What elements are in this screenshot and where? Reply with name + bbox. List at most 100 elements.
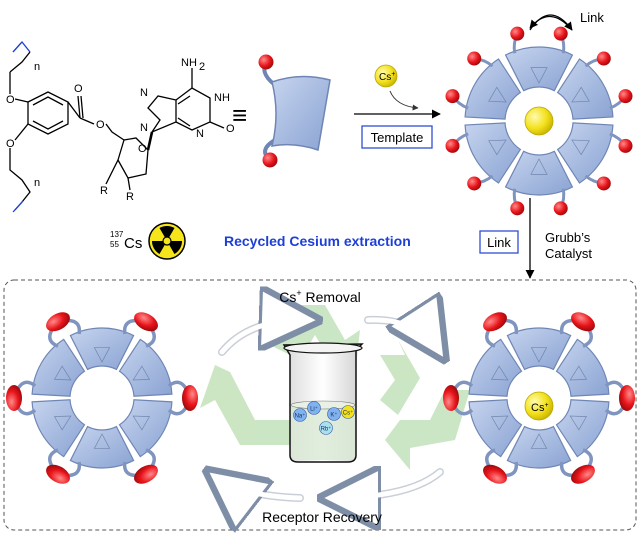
nitrogen-label: N (196, 128, 204, 140)
ring-segment-detail (132, 365, 151, 381)
linked-olefin (134, 312, 158, 332)
ring-segment-detail (530, 158, 548, 175)
ring-segment-detail (571, 139, 590, 156)
ring-segment-detail (53, 365, 72, 381)
r-group-label: R (126, 191, 134, 203)
olefin-end (445, 138, 460, 153)
ring-segment (506, 327, 572, 371)
beaker-icon (282, 342, 364, 463)
cesium-ion-icon (374, 64, 398, 88)
molecule-labels: O O n n O O O NH 2 NH O N N N R R (6, 57, 235, 203)
template-label: Template (371, 130, 424, 145)
ring-segment-detail (571, 86, 590, 103)
olefin-end (596, 176, 611, 191)
equivalence-symbol: ≡ (232, 100, 247, 130)
linked-olefin (571, 312, 595, 332)
oxygen-label: O (96, 119, 105, 131)
cycle-arrows (214, 320, 440, 498)
link-indicator: Link (529, 10, 604, 31)
ring-segment-detail (490, 365, 509, 381)
ring-segment-detail (488, 139, 507, 156)
linked-olefin (483, 312, 507, 332)
oxygen-label: O (74, 83, 83, 95)
ring-segment (556, 122, 614, 184)
linked-olefin (483, 464, 507, 484)
cesium-bound-macrocycle (443, 312, 635, 484)
n-index-label: n (34, 177, 40, 189)
ion-label: Li⁺ (310, 406, 318, 413)
olefin-end (618, 89, 633, 104)
cesium-ion-icon (524, 391, 554, 421)
ion-bubble: K⁺ (327, 407, 341, 421)
ring-segment-detail (530, 433, 548, 449)
nitrogen-label: N (140, 87, 148, 99)
linked-olefin (134, 464, 158, 484)
nucleoside-molecule (9, 40, 225, 213)
linked-olefin (46, 312, 70, 332)
ring-segment (31, 399, 86, 458)
cesium-isotope: 137 55 Cs (110, 230, 142, 252)
olefin-end (510, 201, 525, 216)
ion-label: Rb⁺ (321, 426, 332, 433)
atomic-number: 55 (110, 240, 119, 249)
template-box (361, 125, 433, 149)
ring-segment (69, 425, 135, 469)
ring-segment (118, 399, 173, 458)
link-step: Link Grubb’s Catalyst (479, 198, 592, 279)
olefin-end (467, 176, 482, 191)
subscript-label: 2 (199, 61, 205, 73)
ring-segment (464, 122, 522, 184)
oxygen-label: O (138, 143, 147, 155)
ion-bubble: Li⁺ (307, 401, 321, 415)
olefin-end (553, 201, 568, 216)
linked-olefin (6, 385, 22, 411)
ring-segment-detail (488, 86, 507, 103)
ring-segment (468, 399, 523, 458)
ring-segment (555, 338, 610, 397)
ring-segment (468, 338, 523, 397)
empty-macrocycle (6, 312, 198, 484)
catalyst-label: Catalyst (545, 246, 592, 261)
templated-cesium-icon (524, 106, 554, 136)
ring-segment (504, 150, 574, 196)
templated-macrocycle (445, 26, 633, 216)
amine-label: NH (181, 57, 197, 69)
ring-segment (504, 46, 574, 92)
template-step: Cs+ Template (354, 64, 441, 149)
ring-segment-detail (569, 415, 588, 431)
olefin-end (510, 26, 525, 41)
link-box-label: Link (487, 235, 511, 250)
ion-label: Na⁺ (295, 413, 306, 420)
ring-segment-detail (53, 415, 72, 431)
oxygen-label: O (6, 138, 15, 150)
linked-olefin (443, 385, 459, 411)
link-box (479, 230, 519, 254)
ring-segment-detail (93, 347, 111, 363)
ring-segment-detail (490, 415, 509, 431)
ring-segment-detail (132, 415, 151, 431)
ion-label: K⁺ (330, 412, 337, 419)
olefin-end (553, 26, 568, 41)
oxygen-label: O (6, 94, 15, 106)
beaker-ions: Na⁺Li⁺K⁺Cs⁺Rb⁺ (293, 401, 355, 435)
linked-olefin (571, 464, 595, 484)
svg-text:Cs+: Cs+ (379, 71, 395, 83)
recycled-cesium-title: Recycled Cesium extraction (224, 233, 411, 249)
linked-olefin (182, 385, 198, 411)
grubbs-label: Grubb’s (545, 230, 591, 245)
receptor-recovery-label: Receptor Recovery (262, 509, 382, 525)
radiation-icon (148, 222, 186, 260)
olefin-end (596, 51, 611, 66)
ion-bubble: Rb⁺ (319, 421, 333, 435)
olefin-end (467, 51, 482, 66)
building-block (258, 54, 331, 168)
link-label: Link (580, 10, 604, 25)
cesium-symbol: Cs (124, 235, 142, 252)
ring-segment-detail (93, 433, 111, 449)
svg-text:Cs+: Cs+ (531, 402, 549, 414)
linked-olefin (619, 385, 635, 411)
oxygen-label: O (226, 123, 235, 135)
ring-segment-detail (530, 67, 548, 84)
ring-segment (506, 425, 572, 469)
